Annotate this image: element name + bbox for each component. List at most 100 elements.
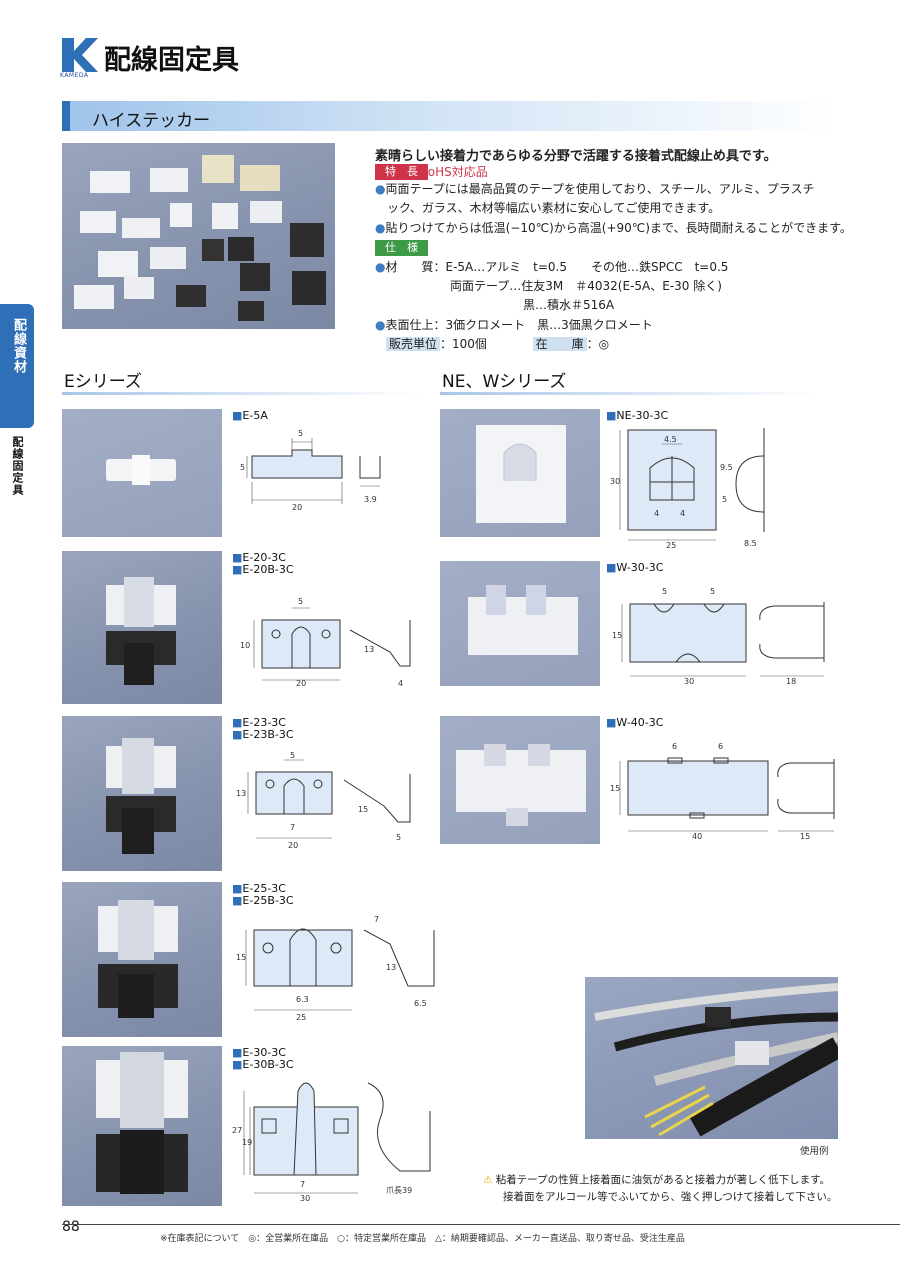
drawing-e30: 27 19 7 30 爪長39 (232, 1082, 431, 1203)
dim-e5a-b: 5 (240, 463, 245, 472)
dim-e23-b: 13 (236, 789, 246, 798)
dim-w30-d: 30 (684, 677, 694, 686)
dim-e25-c: 25 (296, 1013, 306, 1022)
spec-finish: ●表面仕上：3価クロメート 黒…3価黒クロメート (375, 318, 653, 332)
model-e20: ■E-20-3C■E-20B-3C (232, 551, 294, 576)
model-e30: ■E-30-3C■E-30B-3C (232, 1046, 294, 1071)
dim-w40-b: 6 (718, 742, 723, 751)
dim-w40-d: 40 (692, 832, 702, 841)
dim-w30-a: 5 (662, 587, 667, 596)
side-subcategory-label: 配線固定具 (11, 436, 24, 496)
dim-w30-e: 18 (786, 677, 796, 686)
dim-e20-d: 13 (364, 645, 374, 654)
dim-ne30-c: 4 (654, 509, 659, 518)
dim-w30-c: 15 (612, 631, 622, 640)
bullet-icon: ● (375, 318, 386, 332)
dim-e25-b: 6.3 (296, 995, 309, 1004)
page-title: 配線固定具 (104, 45, 239, 76)
dim-e25-f: 6.5 (414, 999, 427, 1008)
photo-w30 (440, 561, 600, 686)
dim-e20-a: 5 (298, 597, 303, 606)
photo-e20 (62, 551, 222, 704)
dim-e23-c: 7 (290, 823, 295, 832)
drawing-ne30: 4.5 30 4 4 25 9.5 5 8.5 (610, 428, 765, 550)
model-ne30: ■NE-30-3C (606, 409, 669, 422)
dim-e5a-c: 20 (292, 503, 302, 512)
adhesion-warning: ⚠ 粘着テープの性質上接着面に油気があると接着力が著しく低下します。 接着面をア… (483, 1174, 838, 1203)
section-title: ハイステッカー (92, 111, 211, 131)
model-e25: ■E-25-3C■E-25B-3C (232, 882, 294, 907)
logo-wordmark: KAMEDA (60, 72, 89, 79)
product-group-photo (62, 143, 335, 329)
drawing-w30: 5 5 15 30 18 (612, 587, 825, 686)
dim-e30-a: 27 (232, 1126, 242, 1135)
dim-e20-e: 4 (398, 679, 403, 688)
bullet-icon: ● (375, 260, 386, 274)
photo-e23 (62, 716, 222, 871)
e-series-title: Eシリーズ (64, 372, 142, 392)
model-e23: ■E-23-3C■E-23B-3C (232, 716, 294, 741)
drawing-e20: 5 10 20 13 4 (240, 597, 411, 688)
nw-series-title: NE、Wシリーズ (442, 372, 567, 392)
dim-ne30-a: 4.5 (664, 435, 677, 444)
model-w40: ■W-40-3C (606, 716, 664, 729)
photo-e25 (62, 882, 222, 1037)
usage-caption: 使用例 (800, 1146, 829, 1157)
bullet-icon: ● (375, 221, 386, 235)
feature-bullet-1: ●両面テープには最高品質のテープを使用しており、スチール、アルミ、プラスチ (375, 182, 815, 196)
rohs-label: RoHS対応品 (420, 165, 488, 179)
photo-w40 (440, 716, 600, 844)
photo-e5a (62, 409, 222, 537)
dim-e23-a: 5 (290, 751, 295, 760)
side-category-tab[interactable] (0, 304, 34, 428)
dim-ne30-b: 30 (610, 477, 620, 486)
drawing-e25: 15 6.3 25 7 13 6.5 (236, 915, 435, 1022)
dim-ne30-e: 25 (666, 541, 676, 550)
dim-ne30-g: 5 (722, 495, 727, 504)
usage-example-photo (585, 977, 844, 1139)
warning-icon: ⚠ (483, 1174, 493, 1186)
product-lead-text: 素晴らしい接着力であらゆる分野で活躍する接着式配線止め具です。 (375, 149, 777, 164)
dim-w40-e: 15 (800, 832, 810, 841)
dim-e30-d: 30 (300, 1194, 310, 1203)
model-e5a: ■E-5A (232, 409, 268, 422)
dim-ne30-d: 4 (680, 509, 685, 518)
dim-e5a-a: 5 (298, 429, 303, 438)
dim-e23-d: 20 (288, 841, 298, 850)
model-w30: ■W-30-3C (606, 561, 664, 574)
footer-rule (62, 1224, 900, 1225)
spec-unit-stock: 販売単位：100個 在 庫：◎ (386, 335, 609, 354)
stock-legend-note: ※在庫表記について ◎：全営業所在庫品 ○：特定営業所在庫品 △：納期要確認品、… (160, 1234, 685, 1244)
page-number: 88 (62, 1219, 80, 1235)
dim-e30-c: 7 (300, 1180, 305, 1189)
dim-w40-c: 15 (610, 784, 620, 793)
side-category-label: 配線資材 (11, 318, 26, 374)
dim-e25-a: 15 (236, 953, 246, 962)
drawing-e5a: 5 5 20 3.9 (240, 429, 381, 512)
nw-series-rule (440, 392, 820, 395)
dim-w30-b: 5 (710, 587, 715, 596)
e-series-rule (62, 392, 422, 395)
dim-e30-b: 19 (242, 1138, 252, 1147)
bullet-icon: ● (375, 182, 386, 196)
dim-e20-b: 10 (240, 641, 250, 650)
dim-e5a-d: 3.9 (364, 495, 377, 504)
feature-bullet-2: ●貼りつけてからは低温(−10℃)から高温(+90℃)まで、長時間耐えることがで… (375, 221, 852, 235)
dim-e25-d: 7 (374, 915, 379, 924)
spec-tag: 仕 様 (375, 240, 428, 256)
dim-w40-a: 6 (672, 742, 677, 751)
dim-ne30-f: 9.5 (720, 463, 733, 472)
feature-tag: 特 長 (375, 164, 428, 180)
feature-bullet-1-cont: ック、ガラス、木材等幅広い素材に安心してご使用できます。 (387, 201, 721, 215)
dim-e23-f: 5 (396, 833, 401, 842)
drawing-w40: 6 6 15 40 15 (610, 742, 835, 841)
spec-material-black: 黒…積水＃516A (523, 298, 615, 312)
dim-e20-c: 20 (296, 679, 306, 688)
spec-material: ●材 質：E-5A…アルミ t=0.5 その他…鉄SPCC t=0.5 (375, 260, 729, 274)
dim-e23-e: 15 (358, 805, 368, 814)
section-band (62, 101, 838, 131)
kameda-logo-icon (62, 38, 98, 72)
dim-e30-e: 爪長39 (386, 1186, 412, 1195)
photo-ne30 (440, 409, 600, 537)
dim-e25-e: 13 (386, 963, 396, 972)
